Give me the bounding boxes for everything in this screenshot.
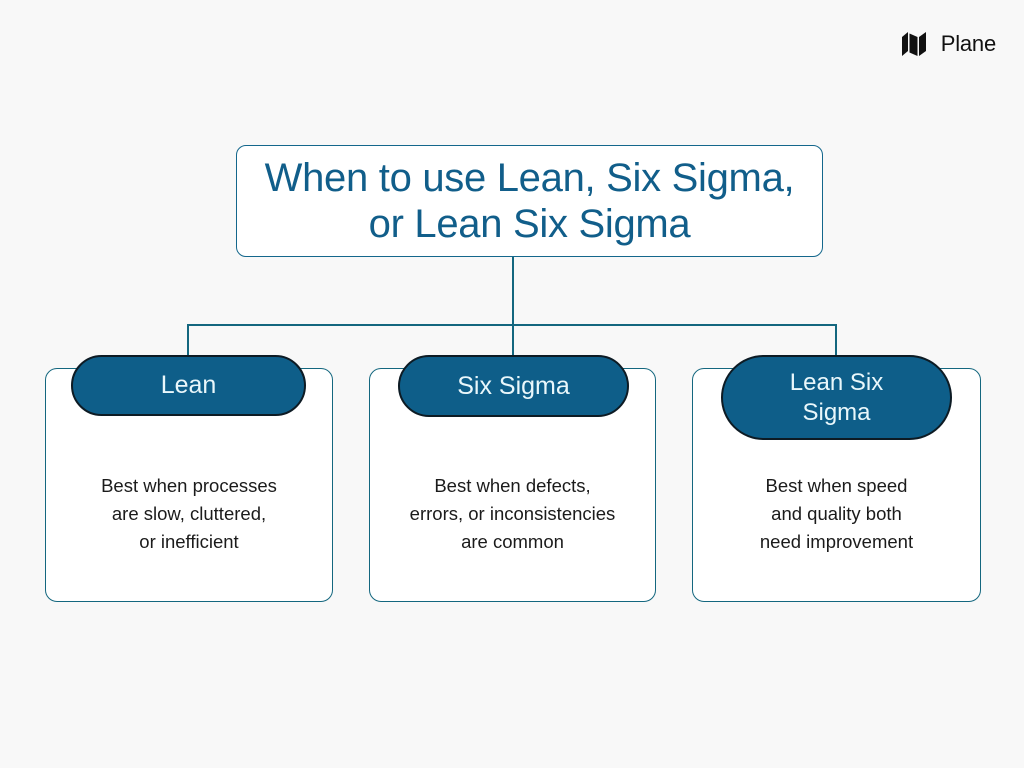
plane-logo-icon [901, 32, 926, 56]
branch-label-lean: Lean [71, 355, 306, 416]
diagram-title-box: When to use Lean, Six Sigma, or Lean Six… [236, 145, 823, 257]
branch-label-lean-six-sigma: Lean Six Sigma [721, 355, 952, 440]
branch-description: Best when defects, errors, or inconsiste… [409, 475, 616, 552]
branch-label-six-sigma: Six Sigma [398, 355, 629, 417]
brand-logo: Plane [901, 31, 996, 56]
branch-description: Best when speed and quality both need im… [759, 475, 914, 552]
branch-description: Best when processes are slow, cluttered,… [101, 475, 277, 552]
diagram-title: When to use Lean, Six Sigma, or Lean Six… [264, 156, 795, 246]
brand-name: Plane [940, 31, 996, 56]
